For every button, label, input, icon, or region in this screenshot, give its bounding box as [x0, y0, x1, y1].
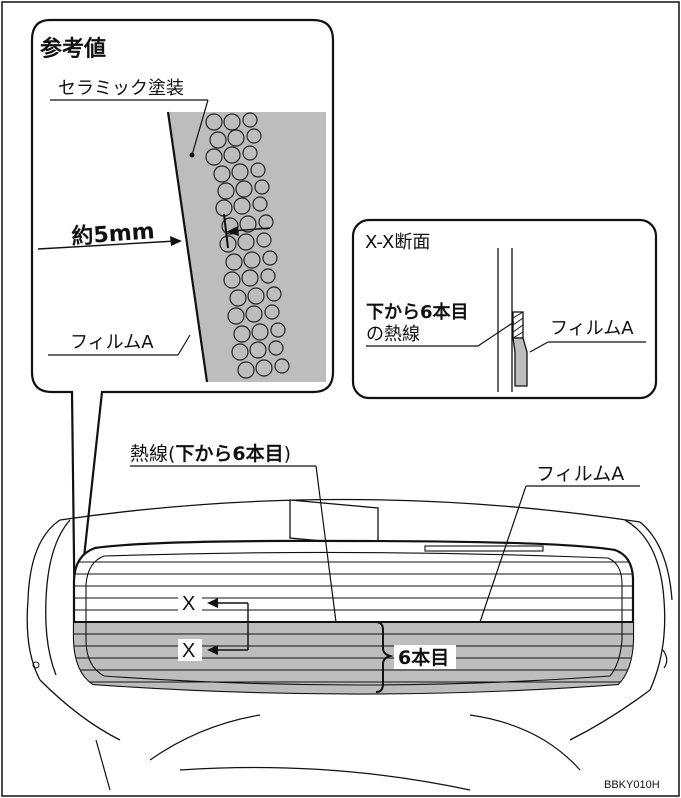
section-callout: X-X断面 下から6本目 の熱線 フィルムA [351, 218, 658, 400]
glass-edge-line [166, 111, 209, 383]
film-area-magnified [168, 112, 326, 382]
film-a-label-section: フィルムA [550, 318, 634, 339]
ceramic-coating-label: セラミック塗装 [58, 77, 184, 99]
reference-callout: 参考値 セラミック塗装 約5mm フィルムA [30, 18, 335, 641]
sixth-wire-label-bold: 下から6本目 [366, 301, 469, 323]
sixth-wire-label-rest: の熱線 [366, 324, 420, 345]
section-mark-bottom: X [182, 640, 195, 662]
heat-wire-label: 熱線(下から6本目) [130, 442, 291, 465]
sixth-wire-count-label: 6本目 [398, 646, 449, 669]
film-a-label-main: フィルムA [536, 463, 624, 485]
figure-code: BBKY010H [604, 779, 660, 791]
film-a-label-magnified: フィルムA [70, 332, 154, 353]
heat-wire-label-bold: 下から6本目 [175, 442, 283, 465]
film-area [74, 622, 633, 694]
reference-title: 参考値 [40, 36, 106, 62]
heat-wire-label-suffix: ) [284, 443, 291, 465]
rear-window-view: X X 6本目 熱線(下から6本目) フィルムA [26, 442, 673, 791]
ceramic-dots [205, 112, 290, 379]
heat-wire-label-prefix: 熱線( [130, 443, 175, 465]
heat-wires [74, 561, 633, 683]
section-title: X-X断面 [365, 232, 430, 253]
dimension-label: 約5mm [71, 218, 156, 250]
section-mark-top: X [182, 593, 195, 615]
